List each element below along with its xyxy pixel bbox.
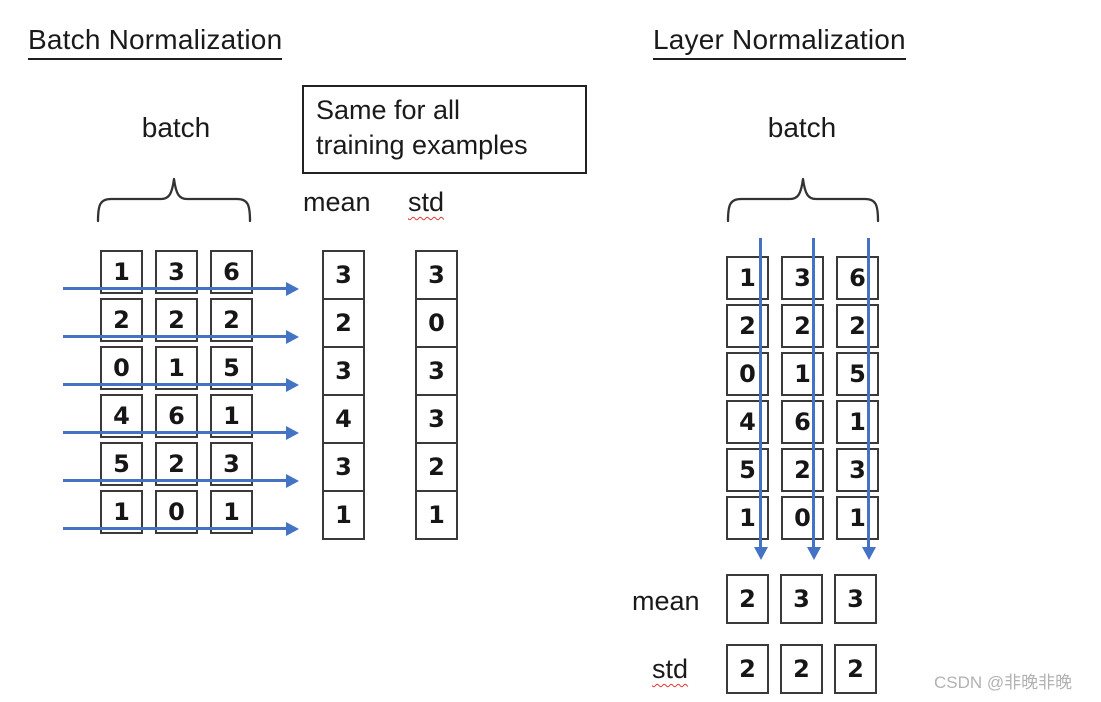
- arrow-down-icon: [861, 238, 876, 560]
- arrow-right-icon: [63, 425, 299, 440]
- batch-label-right: batch: [767, 112, 837, 143]
- arrow-right-icon: [63, 521, 299, 536]
- mean-label-left: mean: [303, 187, 371, 217]
- ln-std-cell: 2: [834, 644, 877, 694]
- arrow-right-icon: [63, 329, 299, 344]
- bn-mean-cell: 3: [322, 346, 365, 396]
- batch-brace-icon: [726, 177, 880, 223]
- bn-grid-cell: 0: [100, 346, 143, 390]
- bn-grid-cell: 1: [210, 394, 253, 438]
- ln-grid-cell: 2: [781, 304, 824, 348]
- ln-grid-cell: 2: [836, 304, 879, 348]
- bn-std-cell: 3: [415, 394, 458, 444]
- ln-grid-cell: 1: [726, 496, 769, 540]
- ln-grid-cell: 6: [836, 256, 879, 300]
- bn-grid-cell: 1: [100, 250, 143, 294]
- bn-mean-cell: 3: [322, 442, 365, 492]
- ln-grid-cell: 3: [781, 256, 824, 300]
- bn-grid-cell: 2: [210, 298, 253, 342]
- bn-grid-cell: 2: [100, 298, 143, 342]
- arrow-down-icon: [806, 238, 821, 560]
- bn-grid-cell: 2: [155, 298, 198, 342]
- ln-grid-cell: 1: [781, 352, 824, 396]
- bn-grid-cell: 5: [210, 346, 253, 390]
- bn-grid-cell: 6: [210, 250, 253, 294]
- std-label-right: std: [652, 654, 689, 684]
- ln-grid-cell: 6: [781, 400, 824, 444]
- bn-mean-cell: 1: [322, 490, 365, 540]
- bn-std-cell: 0: [415, 298, 458, 348]
- arrow-right-icon: [63, 473, 299, 488]
- bn-grid-cell: 5: [100, 442, 143, 486]
- ln-grid-cell: 4: [726, 400, 769, 444]
- batch-brace-icon: [96, 177, 252, 223]
- ln-grid-cell: 5: [836, 352, 879, 396]
- ln-std-cell: 2: [780, 644, 823, 694]
- bn-mean-cell: 2: [322, 298, 365, 348]
- bn-std-cell: 1: [415, 490, 458, 540]
- bn-grid-cell: 4: [100, 394, 143, 438]
- bn-std-cell: 3: [415, 346, 458, 396]
- mean-label-right: mean: [632, 586, 700, 616]
- arrow-right-icon: [63, 281, 299, 296]
- bn-mean-cell: 4: [322, 394, 365, 444]
- ln-grid-cell: 1: [836, 496, 879, 540]
- watermark: CSDN @非晚非晚: [934, 673, 1073, 692]
- ln-grid-cell: 2: [781, 448, 824, 492]
- bn-grid-cell: 2: [155, 442, 198, 486]
- ln-grid-cell: 5: [726, 448, 769, 492]
- note-box: Same for all training examples: [302, 85, 587, 174]
- ln-mean-cell: 3: [780, 574, 823, 624]
- ln-grid-cell: 2: [726, 304, 769, 348]
- batch-label-left: batch: [141, 112, 211, 143]
- bn-grid-cell: 3: [155, 250, 198, 294]
- arrow-right-icon: [63, 377, 299, 392]
- layer-norm-title: Layer Normalization: [653, 24, 906, 60]
- ln-grid-cell: 1: [726, 256, 769, 300]
- ln-grid-cell: 1: [836, 400, 879, 444]
- bn-std-cell: 3: [415, 250, 458, 300]
- bn-mean-cell: 3: [322, 250, 365, 300]
- ln-grid-cell: 0: [781, 496, 824, 540]
- bn-grid-cell: 3: [210, 442, 253, 486]
- bn-grid-cell: 6: [155, 394, 198, 438]
- bn-grid-cell: 1: [155, 346, 198, 390]
- batch-norm-title: Batch Normalization: [28, 24, 283, 60]
- ln-mean-cell: 2: [726, 574, 769, 624]
- bn-grid-cell: 0: [155, 490, 198, 534]
- ln-grid-cell: 0: [726, 352, 769, 396]
- bn-grid-cell: 1: [100, 490, 143, 534]
- std-label-left: std: [408, 187, 445, 217]
- ln-std-cell: 2: [726, 644, 769, 694]
- ln-mean-cell: 3: [834, 574, 877, 624]
- bn-std-cell: 2: [415, 442, 458, 492]
- arrow-down-icon: [753, 238, 768, 560]
- bn-grid-cell: 1: [210, 490, 253, 534]
- ln-grid-cell: 3: [836, 448, 879, 492]
